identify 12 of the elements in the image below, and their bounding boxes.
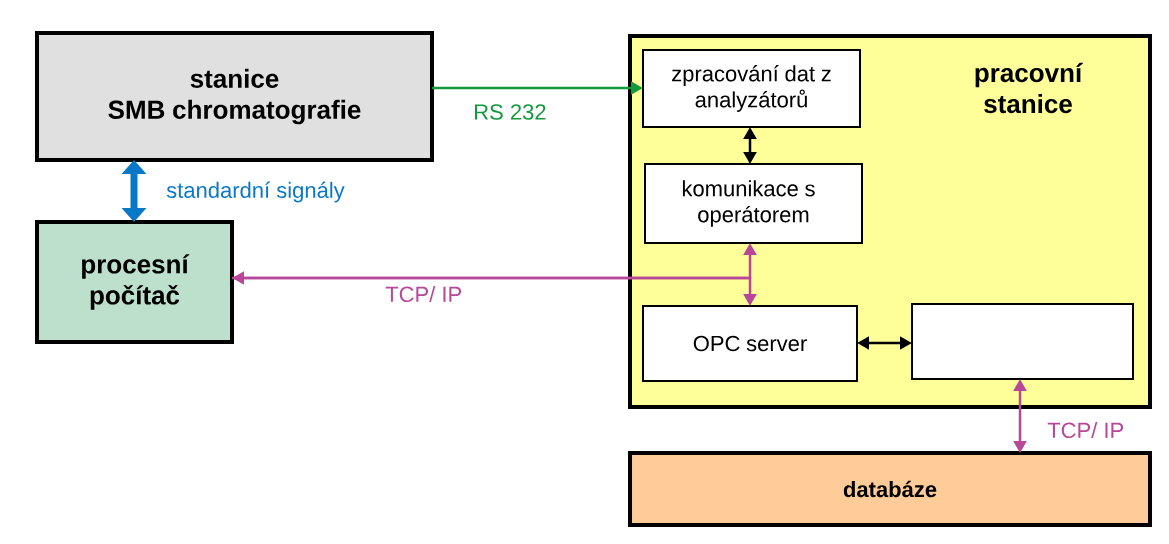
database-box: databáze (628, 451, 1152, 527)
process-box (911, 303, 1134, 380)
edge-label: TCP/ IP (385, 285, 462, 303)
edge-label: TCP/ IP (1047, 421, 1124, 439)
process-box: OPC server (642, 305, 858, 382)
edge-label: RS 232 (475, 104, 546, 120)
station-box: stanice SMB chromatografie (35, 31, 434, 162)
arrow (121, 160, 147, 222)
computer-box: procesní počítač (35, 220, 234, 344)
process-box: zpracování dat z analyzátorů (642, 49, 861, 128)
edge-label: standardní signály (166, 181, 345, 203)
process-box: komunikace s operátorem (644, 163, 863, 244)
